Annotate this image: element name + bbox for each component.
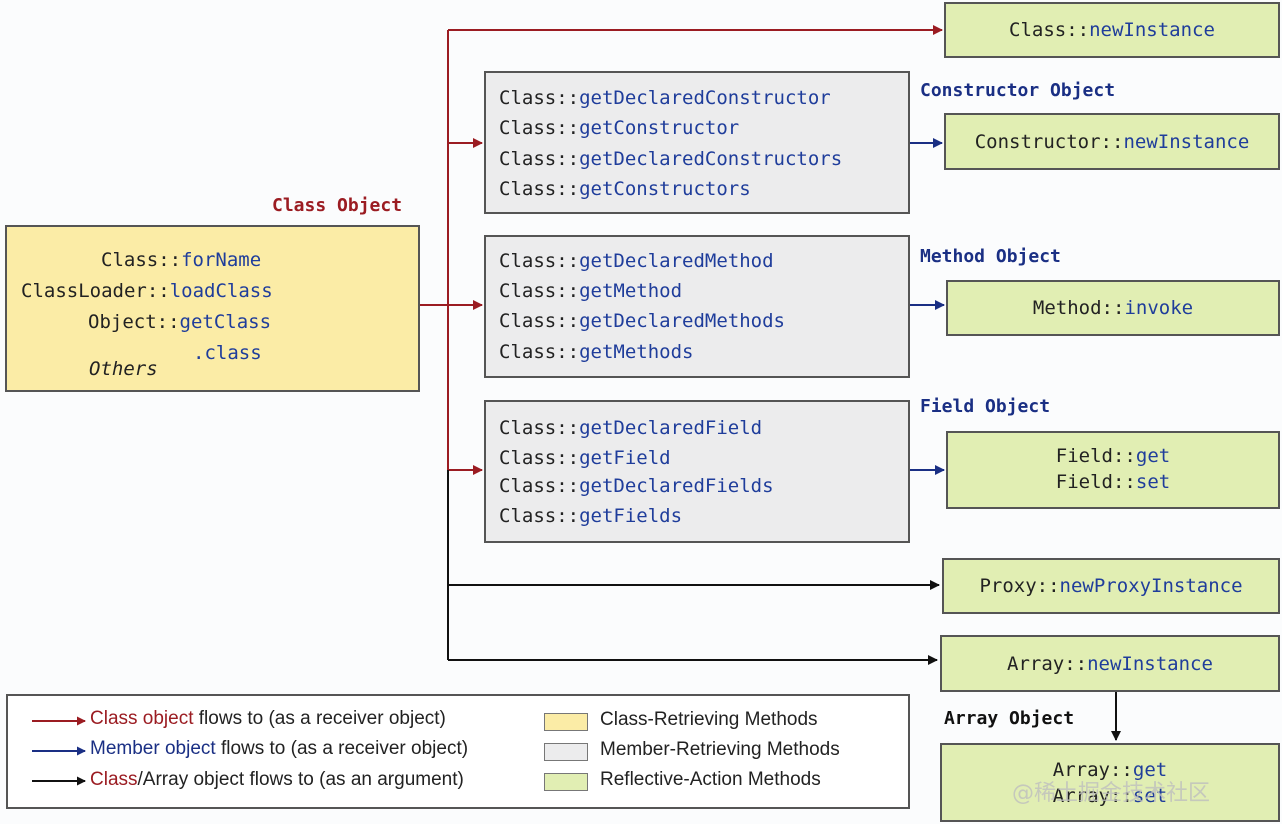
array-newinstance-box: Array::newInstance xyxy=(940,635,1280,692)
method-entry: Class::forName xyxy=(101,249,262,271)
method-entry: Array::set xyxy=(1052,785,1168,807)
legend-arrows xyxy=(32,716,86,786)
legend-item-argument-flow: Class/Array object flows to (as an argum… xyxy=(90,769,464,790)
constructor-newinstance-box: Constructor::newInstance xyxy=(944,113,1280,170)
swatch-member-retrieving xyxy=(544,743,588,761)
legend-item-class-flow: Class object flows to (as a receiver obj… xyxy=(90,708,446,729)
method-entry: ClassLoader::loadClass xyxy=(21,280,273,302)
method-entry: Class::getDeclaredField xyxy=(499,417,763,439)
method-entry: Field::set xyxy=(1055,471,1171,493)
legend: Class object flows to (as a receiver obj… xyxy=(6,694,910,809)
method-entry: Class::getConstructors xyxy=(499,178,751,200)
method-entry: Proxy::newProxyInstance xyxy=(979,575,1243,597)
swatch-class-retrieving xyxy=(544,713,588,731)
method-entry: Class::getDeclaredFields xyxy=(499,475,774,497)
method-entry: Array::get xyxy=(1052,759,1168,781)
method-entry: Method::invoke xyxy=(1032,297,1194,319)
method-entry: Constructor::newInstance xyxy=(974,131,1250,153)
field-object-label: Field Object xyxy=(920,396,1051,417)
legend-item-reflective-action: Reflective-Action Methods xyxy=(600,769,821,790)
legend-item-member-flow: Member object flows to (as a receiver ob… xyxy=(90,738,469,759)
field-retrieving-box: Class::getDeclaredField Class::getField … xyxy=(484,400,910,543)
method-object-label: Method Object xyxy=(920,246,1061,267)
legend-item-class-retrieving: Class-Retrieving Methods xyxy=(600,709,818,730)
method-entry: Class::getMethod xyxy=(499,280,683,302)
class-newinstance-box: Class::newInstance xyxy=(944,2,1280,58)
class-object-arrows xyxy=(420,25,943,475)
method-entry: Object::getClass xyxy=(88,311,272,333)
member-object-arrows xyxy=(910,138,945,475)
others-label: Others xyxy=(89,358,158,380)
method-entry: Class::getFields xyxy=(499,505,683,527)
field-get-set-box: Field::get Field::set xyxy=(946,431,1280,509)
constructor-retrieving-box: Class::getDeclaredConstructor Class::get… xyxy=(484,71,910,214)
method-entry: Class::getConstructor xyxy=(499,117,740,139)
method-entry: Field::get xyxy=(1055,445,1171,467)
method-entry: Class::getField xyxy=(499,447,671,469)
array-get-set-box: Array::get Array::set xyxy=(940,743,1280,822)
method-entry: Class::getDeclaredMethods xyxy=(499,310,785,332)
class-object-label: Class Object xyxy=(272,195,403,216)
watermark: @稀土掘金技术社区 xyxy=(1012,781,1211,806)
class-argument-arrows xyxy=(447,470,1121,741)
method-entry: Class::getDeclaredConstructors xyxy=(499,148,843,170)
method-entry: Class::getDeclaredConstructor xyxy=(499,87,831,109)
method-entry: Class::getDeclaredMethod xyxy=(499,250,774,272)
proxy-newproxyinstance-box: Proxy::newProxyInstance xyxy=(942,558,1280,614)
method-retrieving-box: Class::getDeclaredMethod Class::getMetho… xyxy=(484,235,910,378)
method-entry: Class::newInstance xyxy=(1009,19,1215,41)
array-object-label: Array Object xyxy=(944,708,1075,729)
class-retrieving-box: Class::forName ClassLoader::loadClass Ob… xyxy=(5,225,420,392)
legend-item-member-retrieving: Member-Retrieving Methods xyxy=(600,739,840,760)
constructor-object-label: Constructor Object xyxy=(920,80,1116,101)
swatch-reflective-action xyxy=(544,773,588,791)
method-invoke-box: Method::invoke xyxy=(946,280,1280,336)
method-entry: Class::getMethods xyxy=(499,341,694,363)
method-entry: .class xyxy=(193,342,262,364)
method-entry: Array::newInstance xyxy=(1007,653,1213,675)
